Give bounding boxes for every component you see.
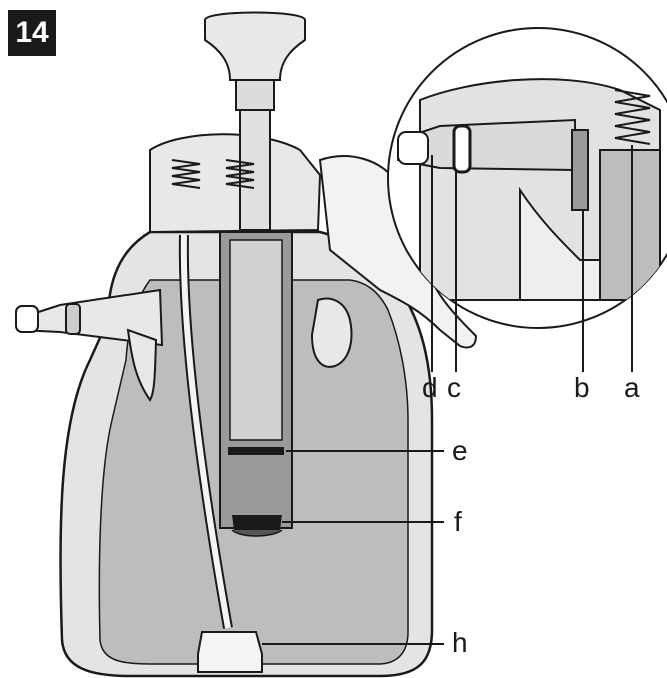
magnified-nozzle-tip: [397, 131, 429, 165]
nozzle-tip: [15, 305, 39, 333]
nozzle-ring: [65, 303, 81, 335]
relief-valve-springs: [171, 159, 255, 189]
callout-e: e: [452, 435, 468, 466]
magnified-ring-c: [452, 124, 472, 174]
handle-grip: [310, 297, 353, 368]
magnified-cylinder: [599, 149, 661, 301]
valve-dome: [231, 529, 283, 537]
callout-leader-lines: [262, 145, 633, 645]
pump-handle: [204, 11, 306, 81]
trigger: [126, 328, 158, 402]
callout-f: f: [454, 506, 462, 537]
pump-cylinder-inner: [229, 239, 283, 441]
piston-seal: [228, 447, 284, 455]
callout-b: b: [574, 372, 590, 403]
callout-c: c: [447, 372, 461, 403]
callout-a: a: [624, 372, 640, 403]
magnified-valve-b: [571, 129, 589, 211]
step-number-badge: 14: [8, 10, 56, 56]
magnified-spring-a: [614, 89, 651, 145]
pump-neck: [235, 79, 275, 111]
intake-filter: [197, 631, 263, 673]
bottom-valve: [232, 515, 282, 530]
callout-d: d: [422, 372, 438, 403]
callout-h: h: [452, 627, 468, 658]
